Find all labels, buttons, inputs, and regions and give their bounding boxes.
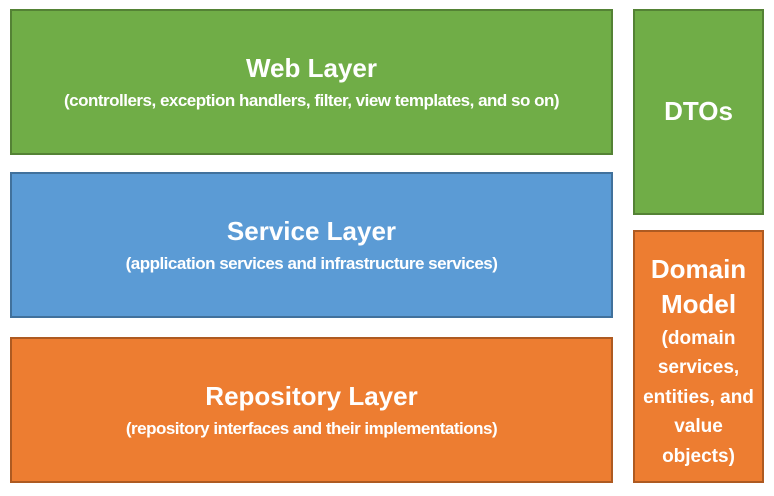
dtos-box: DTOs (633, 9, 764, 215)
repository-layer-subtitle: (repository interfaces and their impleme… (125, 418, 498, 438)
domain-model-subtitle: (domain services, entities, and value ob… (643, 324, 754, 471)
web-layer-subtitle: (controllers, exception handlers, filter… (63, 90, 560, 110)
web-layer-title: Web Layer (245, 53, 377, 84)
domain-model-subtitle-line: entities, and (643, 386, 754, 408)
domain-model-title: Domain Model (650, 253, 747, 319)
repository-layer-box: Repository Layer (repository interfaces … (10, 337, 613, 483)
service-layer-box: Service Layer (application services and … (10, 172, 613, 318)
service-layer-title: Service Layer (226, 216, 397, 247)
dtos-title: DTOs (664, 96, 733, 127)
repository-layer-title: Repository Layer (205, 381, 418, 412)
service-layer-subtitle: (application services and infrastructure… (125, 253, 498, 273)
domain-model-subtitle-line: (domain (661, 328, 736, 349)
domain-model-subtitle-line: objects) (662, 445, 735, 467)
domain-model-subtitle-line: services, (657, 357, 740, 379)
web-layer-box: Web Layer (controllers, exception handle… (10, 9, 613, 155)
domain-model-box: Domain Model (domain services, entities,… (633, 230, 764, 483)
domain-model-subtitle-line: value (674, 416, 723, 438)
